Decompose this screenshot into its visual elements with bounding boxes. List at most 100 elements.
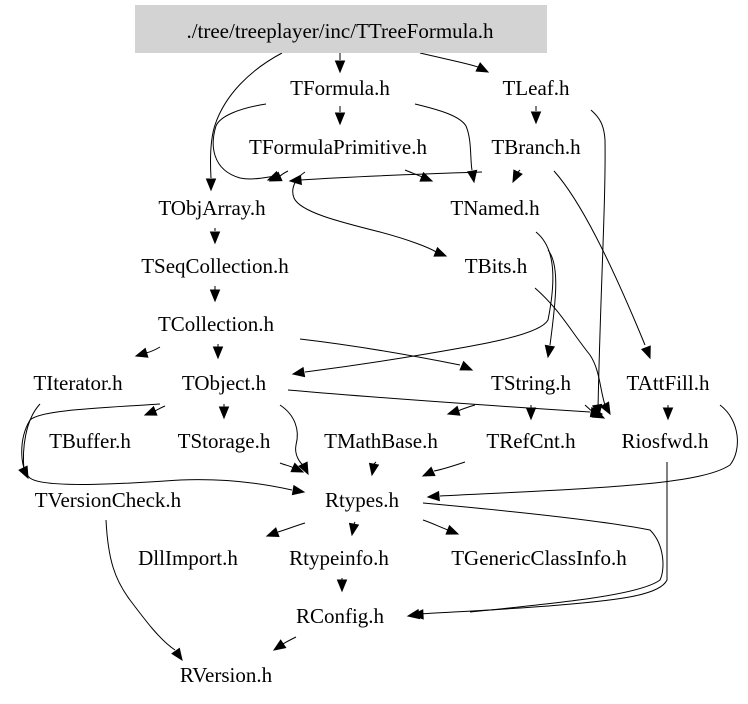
node-label: Riosfwd.h xyxy=(622,429,709,453)
edge-TCollection-to-TString xyxy=(299,338,474,371)
node-TNamed[interactable]: TNamed.h xyxy=(450,196,540,220)
arrow-head-icon xyxy=(291,366,306,378)
edge-TFormulaPrimitive-to-TNamed xyxy=(404,169,434,182)
edge-TBits-to-Riosfwd xyxy=(534,287,611,416)
node-label: TSeqCollection.h xyxy=(141,254,289,278)
edge-TStorage-to-Rtypes xyxy=(279,462,305,473)
node-TBranch[interactable]: TBranch.h xyxy=(491,135,581,159)
edge-line xyxy=(414,103,473,171)
node-TString[interactable]: TString.h xyxy=(491,371,571,395)
edge-line xyxy=(299,338,461,366)
node-RVersion[interactable]: RVersion.h xyxy=(180,663,273,687)
node-DllImport[interactable]: DllImport.h xyxy=(138,546,238,570)
edge-line xyxy=(277,522,306,533)
edge-line xyxy=(439,404,738,497)
edge-root-to-TLeaf xyxy=(419,52,490,73)
node-label: DllImport.h xyxy=(138,546,238,570)
edge-line xyxy=(419,52,479,68)
edge-TLeaf-to-TBranch xyxy=(530,106,542,125)
edge-line xyxy=(287,389,591,413)
edge-TNamed-to-TString xyxy=(544,249,557,359)
node-label: RVersion.h xyxy=(180,663,273,687)
edge-line xyxy=(282,636,297,645)
node-TFormula[interactable]: TFormula.h xyxy=(290,76,390,100)
edge-line xyxy=(547,249,557,346)
node-label: TNamed.h xyxy=(450,196,540,220)
node-label: TString.h xyxy=(491,371,571,395)
node-label: ./tree/treeplayer/inc/TTreeFormula.h xyxy=(186,19,494,43)
arrow-head-icon xyxy=(218,406,230,420)
edge-TAttFill-to-Riosfwd xyxy=(662,405,674,421)
node-label: RConfig.h xyxy=(296,604,385,628)
edge-Rtypes-to-TGenericClassInfo xyxy=(422,519,460,535)
edge-TIterator-to-TVersionCheck xyxy=(18,403,41,480)
node-Rtypes[interactable]: Rtypes.h xyxy=(325,488,400,512)
node-TObject[interactable]: TObject.h xyxy=(182,371,267,395)
edge-line xyxy=(433,461,466,472)
node-label: TBits.h xyxy=(465,254,528,278)
arrow-head-icon xyxy=(334,112,346,126)
arrow-head-icon xyxy=(290,462,305,473)
node-TGenericClassInfo[interactable]: TGenericClassInfo.h xyxy=(451,546,627,570)
edge-line xyxy=(105,519,176,651)
node-TSeqCollection[interactable]: TSeqCollection.h xyxy=(141,254,289,278)
edge-TCollection-to-TIterator xyxy=(134,346,161,358)
node-TStorage[interactable]: TStorage.h xyxy=(178,429,271,453)
arrow-head-icon xyxy=(348,522,360,537)
arrow-head-icon xyxy=(298,461,309,476)
node-label: TIterator.h xyxy=(33,371,123,395)
edge-TString-to-TMathBase xyxy=(446,404,476,416)
node-TMathBase[interactable]: TMathBase.h xyxy=(324,429,438,453)
edge-TFormula-to-TFormulaPrimitive xyxy=(334,106,346,126)
node-TFormulaPrimitive[interactable]: TFormulaPrimitive.h xyxy=(249,135,427,159)
edge-TVersionCheck-to-RVersion xyxy=(105,519,183,662)
edge-root-to-TFormula xyxy=(334,53,346,74)
edge-line xyxy=(22,403,41,471)
edge-TString-to-TRefCnt xyxy=(525,405,537,421)
arrow-head-icon xyxy=(334,60,346,74)
edge-TBranch-to-TObjArray xyxy=(288,171,483,186)
edge-TCollection-to-TObject xyxy=(212,344,224,360)
node-TRefCnt[interactable]: TRefCnt.h xyxy=(486,429,576,453)
arrow-head-icon xyxy=(209,289,221,303)
edge-TString-to-Riosfwd xyxy=(584,404,606,419)
node-TObjArray[interactable]: TObjArray.h xyxy=(158,196,266,220)
nodes-layer: ./tree/treeplayer/inc/TTreeFormula.hTFor… xyxy=(33,5,710,687)
node-TCollection[interactable]: TCollection.h xyxy=(158,312,275,336)
node-TAttFill[interactable]: TAttFill.h xyxy=(627,371,710,395)
arrow-head-icon xyxy=(512,169,523,184)
node-label: TLeaf.h xyxy=(502,76,570,100)
node-Rtypeinfo[interactable]: Rtypeinfo.h xyxy=(289,546,389,570)
node-TBuffer[interactable]: TBuffer.h xyxy=(49,429,131,453)
edge-Rtypes-to-RConfig xyxy=(410,502,664,620)
node-label: TFormula.h xyxy=(290,76,390,100)
arrow-head-icon xyxy=(268,171,283,182)
node-label: TFormulaPrimitive.h xyxy=(249,135,427,159)
edge-line xyxy=(304,231,554,373)
node-TLeaf[interactable]: TLeaf.h xyxy=(502,76,570,100)
edge-line xyxy=(212,103,279,180)
edge-line xyxy=(279,462,295,469)
arrow-head-icon xyxy=(421,466,436,477)
edge-line xyxy=(422,519,449,531)
edge-TBranch-to-TAttFill xyxy=(553,170,651,360)
edge-line xyxy=(373,461,377,465)
edge-line xyxy=(292,171,437,253)
node-TIterator[interactable]: TIterator.h xyxy=(33,371,123,395)
node-label: TObject.h xyxy=(182,371,267,395)
edge-line xyxy=(553,170,646,346)
node-RConfig[interactable]: RConfig.h xyxy=(296,604,385,628)
arrow-head-icon xyxy=(475,62,490,73)
edge-TBranch-to-TNamed xyxy=(512,169,523,184)
node-label: TVersionCheck.h xyxy=(35,488,182,512)
arrow-head-icon xyxy=(426,490,440,502)
node-TBits[interactable]: TBits.h xyxy=(465,254,528,278)
node-TVersionCheck[interactable]: TVersionCheck.h xyxy=(35,488,182,512)
edge-line xyxy=(419,462,668,615)
node-root[interactable]: ./tree/treeplayer/inc/TTreeFormula.h xyxy=(135,5,547,53)
edge-TFormulaPrimitive-to-TObjArray xyxy=(268,170,289,182)
node-Riosfwd[interactable]: Riosfwd.h xyxy=(622,429,709,453)
arrow-head-icon xyxy=(134,347,149,358)
edge-TRefCnt-to-Rtypes xyxy=(421,461,466,477)
node-label: TBranch.h xyxy=(491,135,581,159)
